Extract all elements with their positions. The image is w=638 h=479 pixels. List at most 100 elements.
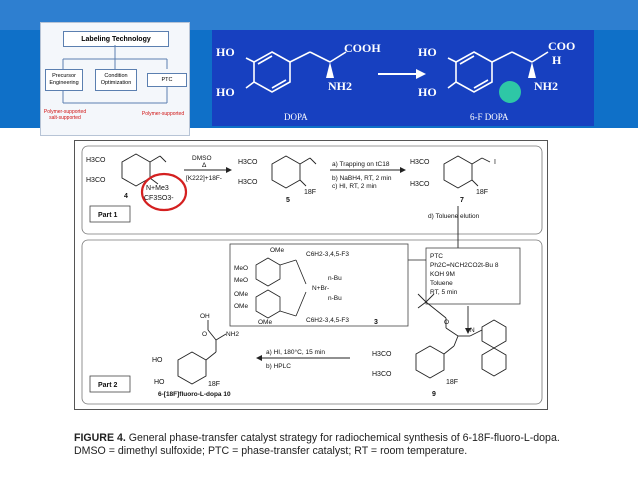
c9-h3co-bottom: H3CO bbox=[372, 371, 392, 378]
cat-nbu-2: n-Bu bbox=[328, 295, 342, 302]
figure-caption-label: FIGURE 4. bbox=[74, 432, 126, 444]
ptc-arrow-head bbox=[465, 328, 471, 334]
compound-4-ring bbox=[121, 153, 167, 187]
dopa-caption: DOPA bbox=[284, 112, 308, 122]
ptc-line-1: PTC bbox=[430, 253, 443, 260]
reagent-trapping: a) Trapping on tC18 bbox=[332, 161, 390, 168]
dopa-nh2: NH2 bbox=[328, 79, 352, 93]
f-dopa-ho-top: HO bbox=[418, 45, 437, 59]
reagent-nabh4: b) NaBH4, RT, 2 min bbox=[332, 175, 392, 182]
intermediate-9-structure bbox=[415, 293, 507, 379]
reagent-dmso: DMSO bbox=[192, 155, 212, 162]
c9-fluorine: 18F bbox=[446, 379, 458, 386]
elution-label: d) Toluene elution bbox=[428, 213, 480, 220]
cat-ome-4: OMe bbox=[234, 291, 248, 298]
c4-nme3: N+Me3 bbox=[146, 185, 169, 192]
cat-aryl-bottom: C6H2-3,4,5-F3 bbox=[306, 317, 349, 324]
f-dopa-nh2: NH2 bbox=[534, 79, 558, 93]
dopa-ring bbox=[245, 51, 347, 93]
f-dopa-wedge bbox=[528, 62, 536, 78]
reagent-k222: [K222]+18F- bbox=[186, 175, 222, 182]
p10-oh: OH bbox=[200, 313, 210, 320]
f-dopa-coo: COO bbox=[548, 39, 575, 53]
ptc-conditions-box bbox=[425, 247, 521, 305]
leaving-group-highlight bbox=[140, 172, 188, 212]
ptc-line-2: Ph2C=NCH2CO2t-Bu 8 bbox=[430, 262, 499, 269]
part2-frame bbox=[81, 239, 543, 405]
part2-label: Part 2 bbox=[98, 382, 118, 389]
part1-label-box bbox=[89, 205, 131, 223]
reagent-heat: Δ bbox=[202, 162, 207, 169]
p10-ho-bottom: HO bbox=[154, 379, 165, 386]
p10-fluorine: 18F bbox=[208, 381, 220, 388]
p10-name: 6-[18F]fluoro-L-dopa 10 bbox=[158, 391, 231, 398]
c4-cf3so3: CF3SO3- bbox=[144, 195, 174, 202]
p10-nh2: NH2 bbox=[226, 331, 239, 338]
c4-h3co-top: H3CO bbox=[86, 157, 106, 164]
dopa-structures: HO HO COOH NH2 DOPA HO HO COO H NH2 6-F … bbox=[216, 39, 575, 122]
synthesis-scheme-drawing: H3CO H3CO 4 N+Me3 CF3SO3- Part 1 DMSO Δ … bbox=[74, 140, 548, 410]
c9-o: O bbox=[444, 319, 449, 326]
c4-h3co-bottom: H3CO bbox=[86, 177, 106, 184]
f-dopa-h: H bbox=[552, 53, 562, 67]
dopa-wedge bbox=[326, 62, 334, 78]
dopa-ho-top: HO bbox=[216, 45, 235, 59]
c9-n: N bbox=[470, 327, 475, 334]
f-dopa-caption: 6-F DOPA bbox=[470, 112, 509, 122]
part1-label: Part 1 bbox=[98, 212, 118, 219]
reagent-hi-180: a) HI, 180°C, 15 min bbox=[266, 348, 325, 356]
product-10-structure bbox=[177, 320, 227, 385]
c5-fluorine: 18F bbox=[304, 189, 316, 196]
dopa-cooh: COOH bbox=[344, 41, 381, 55]
reaction-arrow bbox=[378, 69, 426, 79]
dopa-ho-bottom: HO bbox=[216, 85, 235, 99]
ptc-line-5: RT, 5 min bbox=[430, 289, 458, 296]
cat-aryl-top: C6H2-3,4,5-F3 bbox=[306, 251, 349, 258]
dopa-reaction-panel: HO HO COOH NH2 DOPA HO HO COO H NH2 6-F … bbox=[212, 30, 594, 126]
cat-ome-1: OMe bbox=[270, 247, 284, 254]
ptc-line-3: KOH 9M bbox=[430, 271, 455, 278]
cat-ome-2: MeO bbox=[234, 265, 248, 272]
f-dopa-ring bbox=[447, 51, 549, 93]
c5-number: 5 bbox=[286, 197, 290, 204]
fluorine-position-marker bbox=[499, 81, 521, 103]
cat-nbr: N+Br- bbox=[312, 285, 329, 292]
c7-number: 7 bbox=[460, 197, 464, 204]
c7-h3co-top: H3CO bbox=[410, 159, 430, 166]
cat-nbu-1: n-Bu bbox=[328, 275, 342, 282]
reagent-hplc: b) HPLC bbox=[266, 363, 291, 370]
outer-frame bbox=[74, 140, 548, 410]
c7-iodine: I bbox=[494, 159, 496, 166]
polymer-label: Polymer-supported bbox=[141, 111, 185, 117]
cat-ome-3: MeO bbox=[234, 277, 248, 284]
arrow-1-head bbox=[226, 167, 232, 173]
c9-number: 9 bbox=[432, 391, 436, 398]
p10-ho-top: HO bbox=[152, 357, 163, 364]
arrow-2-head bbox=[400, 167, 406, 173]
compound-5-ring bbox=[271, 155, 317, 189]
cat-ome-6: OMe bbox=[258, 319, 272, 326]
arrow-hydrolysis-head bbox=[256, 355, 262, 361]
figure-caption-text: General phase-transfer catalyst strategy… bbox=[74, 432, 560, 457]
part1-frame bbox=[81, 145, 543, 235]
c9-h3co-top: H3CO bbox=[372, 351, 392, 358]
ptc-line-4: Toluene bbox=[430, 280, 453, 287]
catalyst-3-rings bbox=[255, 257, 307, 319]
c5-h3co-bottom: H3CO bbox=[238, 179, 258, 186]
c5-h3co-top: H3CO bbox=[238, 159, 258, 166]
cat-number: 3 bbox=[374, 319, 378, 326]
labeling-connectors bbox=[62, 45, 168, 104]
catalyst-3-box bbox=[229, 243, 409, 327]
part2-label-box bbox=[89, 375, 131, 393]
reagent-hi: c) HI, RT, 2 min bbox=[332, 183, 377, 190]
synthesis-scheme: H3CO H3CO 4 N+Me3 CF3SO3- Part 1 DMSO Δ … bbox=[74, 140, 548, 410]
c7-fluorine: 18F bbox=[476, 189, 488, 196]
compound-7-ring bbox=[443, 155, 491, 189]
figure-caption: FIGURE 4. General phase-transfer catalys… bbox=[74, 432, 564, 458]
c7-h3co-bottom: H3CO bbox=[410, 181, 430, 188]
labeling-title: Labeling Technology bbox=[63, 31, 169, 47]
